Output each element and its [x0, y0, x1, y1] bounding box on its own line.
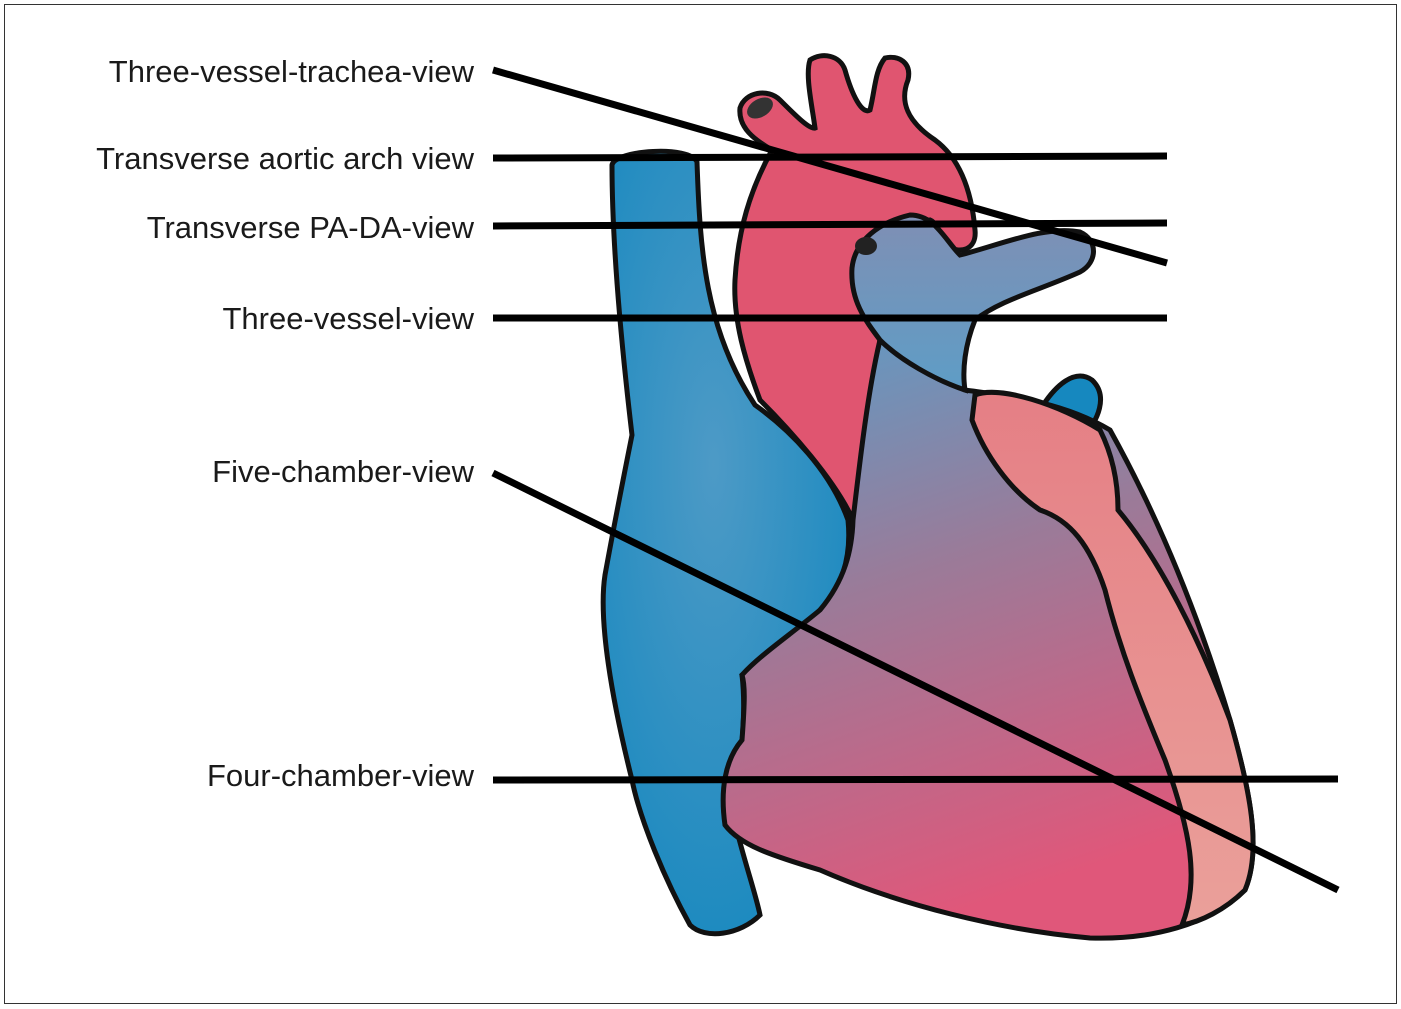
left-heart — [969, 389, 1256, 929]
plane-line-transverse-aortic-arch — [492, 152, 1168, 162]
label-transverse-aortic-arch-view: Transverse aortic arch view — [96, 141, 474, 176]
plane-line-five-chamber — [491, 469, 1340, 894]
label-three-vessel-view: Three-vessel-view — [222, 301, 474, 336]
vessel-opening — [747, 97, 773, 119]
label-transverse-pa-da-view: Transverse PA-DA-view — [146, 210, 474, 245]
diagram-frame — [4, 4, 1397, 1004]
plane-line-four-chamber — [492, 775, 1339, 784]
label-three-vessel-trachea-view: Three-vessel-trachea-view — [108, 54, 474, 89]
plane-line-three-vessel-trachea — [492, 66, 1168, 267]
label-five-chamber-view: Five-chamber-view — [212, 454, 474, 489]
vessel-opening — [855, 237, 877, 255]
ventricles — [720, 335, 1256, 941]
plane-line-transverse-pa-da — [492, 219, 1168, 230]
label-four-chamber-view: Four-chamber-view — [206, 758, 474, 793]
